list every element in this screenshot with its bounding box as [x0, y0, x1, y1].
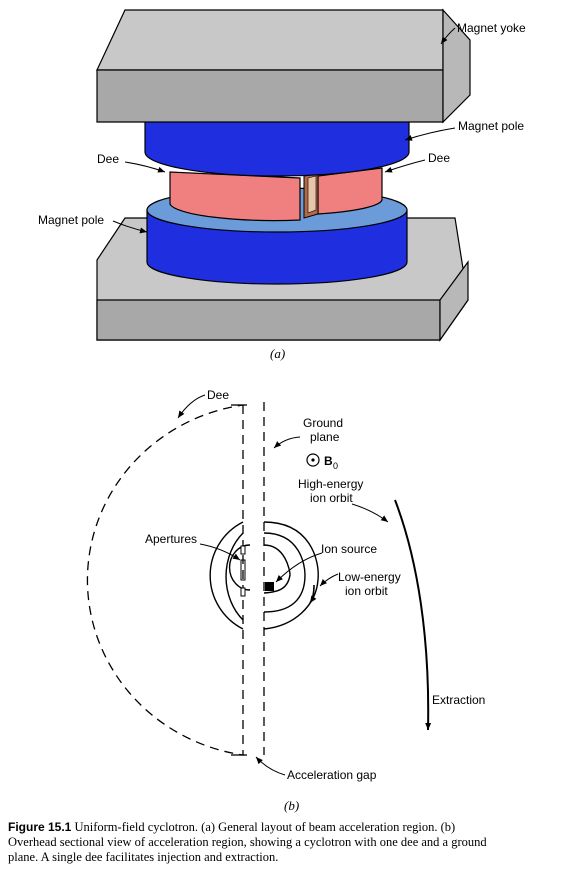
- aperture-bottom: [240, 587, 246, 597]
- label-magnet-pole-top: Magnet pole: [458, 119, 524, 133]
- aperture-top: [240, 545, 246, 555]
- panel-b-overhead: [86, 394, 432, 776]
- label-apertures: Apertures: [145, 532, 197, 546]
- label-dee-b: Dee: [207, 388, 229, 402]
- top-magnet-pole: [144, 119, 410, 177]
- dees: [169, 167, 383, 222]
- sublabel-a: (a): [270, 346, 285, 361]
- top-yoke: [96, 8, 471, 124]
- label-ground-2: plane: [310, 430, 340, 444]
- label-magnet-pole-bottom: Magnet pole: [38, 213, 104, 227]
- label-accel-gap: Acceleration gap: [287, 768, 377, 782]
- caption-line-1: Uniform-field cyclotron. (a) General lay…: [74, 820, 456, 834]
- caption-line-3: plane. A single dee facilitates injectio…: [8, 850, 279, 864]
- label-field-sub: 0: [333, 461, 338, 471]
- panel-a-apparatus: [96, 8, 471, 342]
- label-extraction: Extraction: [432, 693, 485, 707]
- field-direction-icon: [306, 453, 320, 467]
- label-dee-left: Dee: [97, 152, 119, 166]
- label-high-energy-1: High-energy: [298, 477, 363, 491]
- dee-outline: [86, 404, 244, 756]
- label-dee-right: Dee: [428, 151, 450, 165]
- label-low-energy-1: Low-energy: [338, 570, 401, 584]
- label-high-energy-2: ion orbit: [310, 491, 353, 505]
- figure-caption: Figure 15.1 Uniform-field cyclotron. (a)…: [8, 820, 564, 865]
- label-magnet-yoke: Magnet yoke: [457, 21, 526, 35]
- caption-line-2: Overhead sectional view of acceleration …: [8, 835, 487, 849]
- label-field-b: B: [324, 454, 333, 468]
- sublabel-b: (b): [284, 798, 299, 813]
- label-ion-source: Ion source: [321, 542, 377, 556]
- caption-figure-label: Figure 15.1: [8, 820, 72, 834]
- extraction-path: [394, 499, 432, 731]
- ion-source-marker: [265, 582, 274, 591]
- label-ground-1: Ground: [303, 416, 343, 430]
- aperture-slot: [240, 559, 246, 581]
- label-low-energy-2: ion orbit: [345, 584, 388, 598]
